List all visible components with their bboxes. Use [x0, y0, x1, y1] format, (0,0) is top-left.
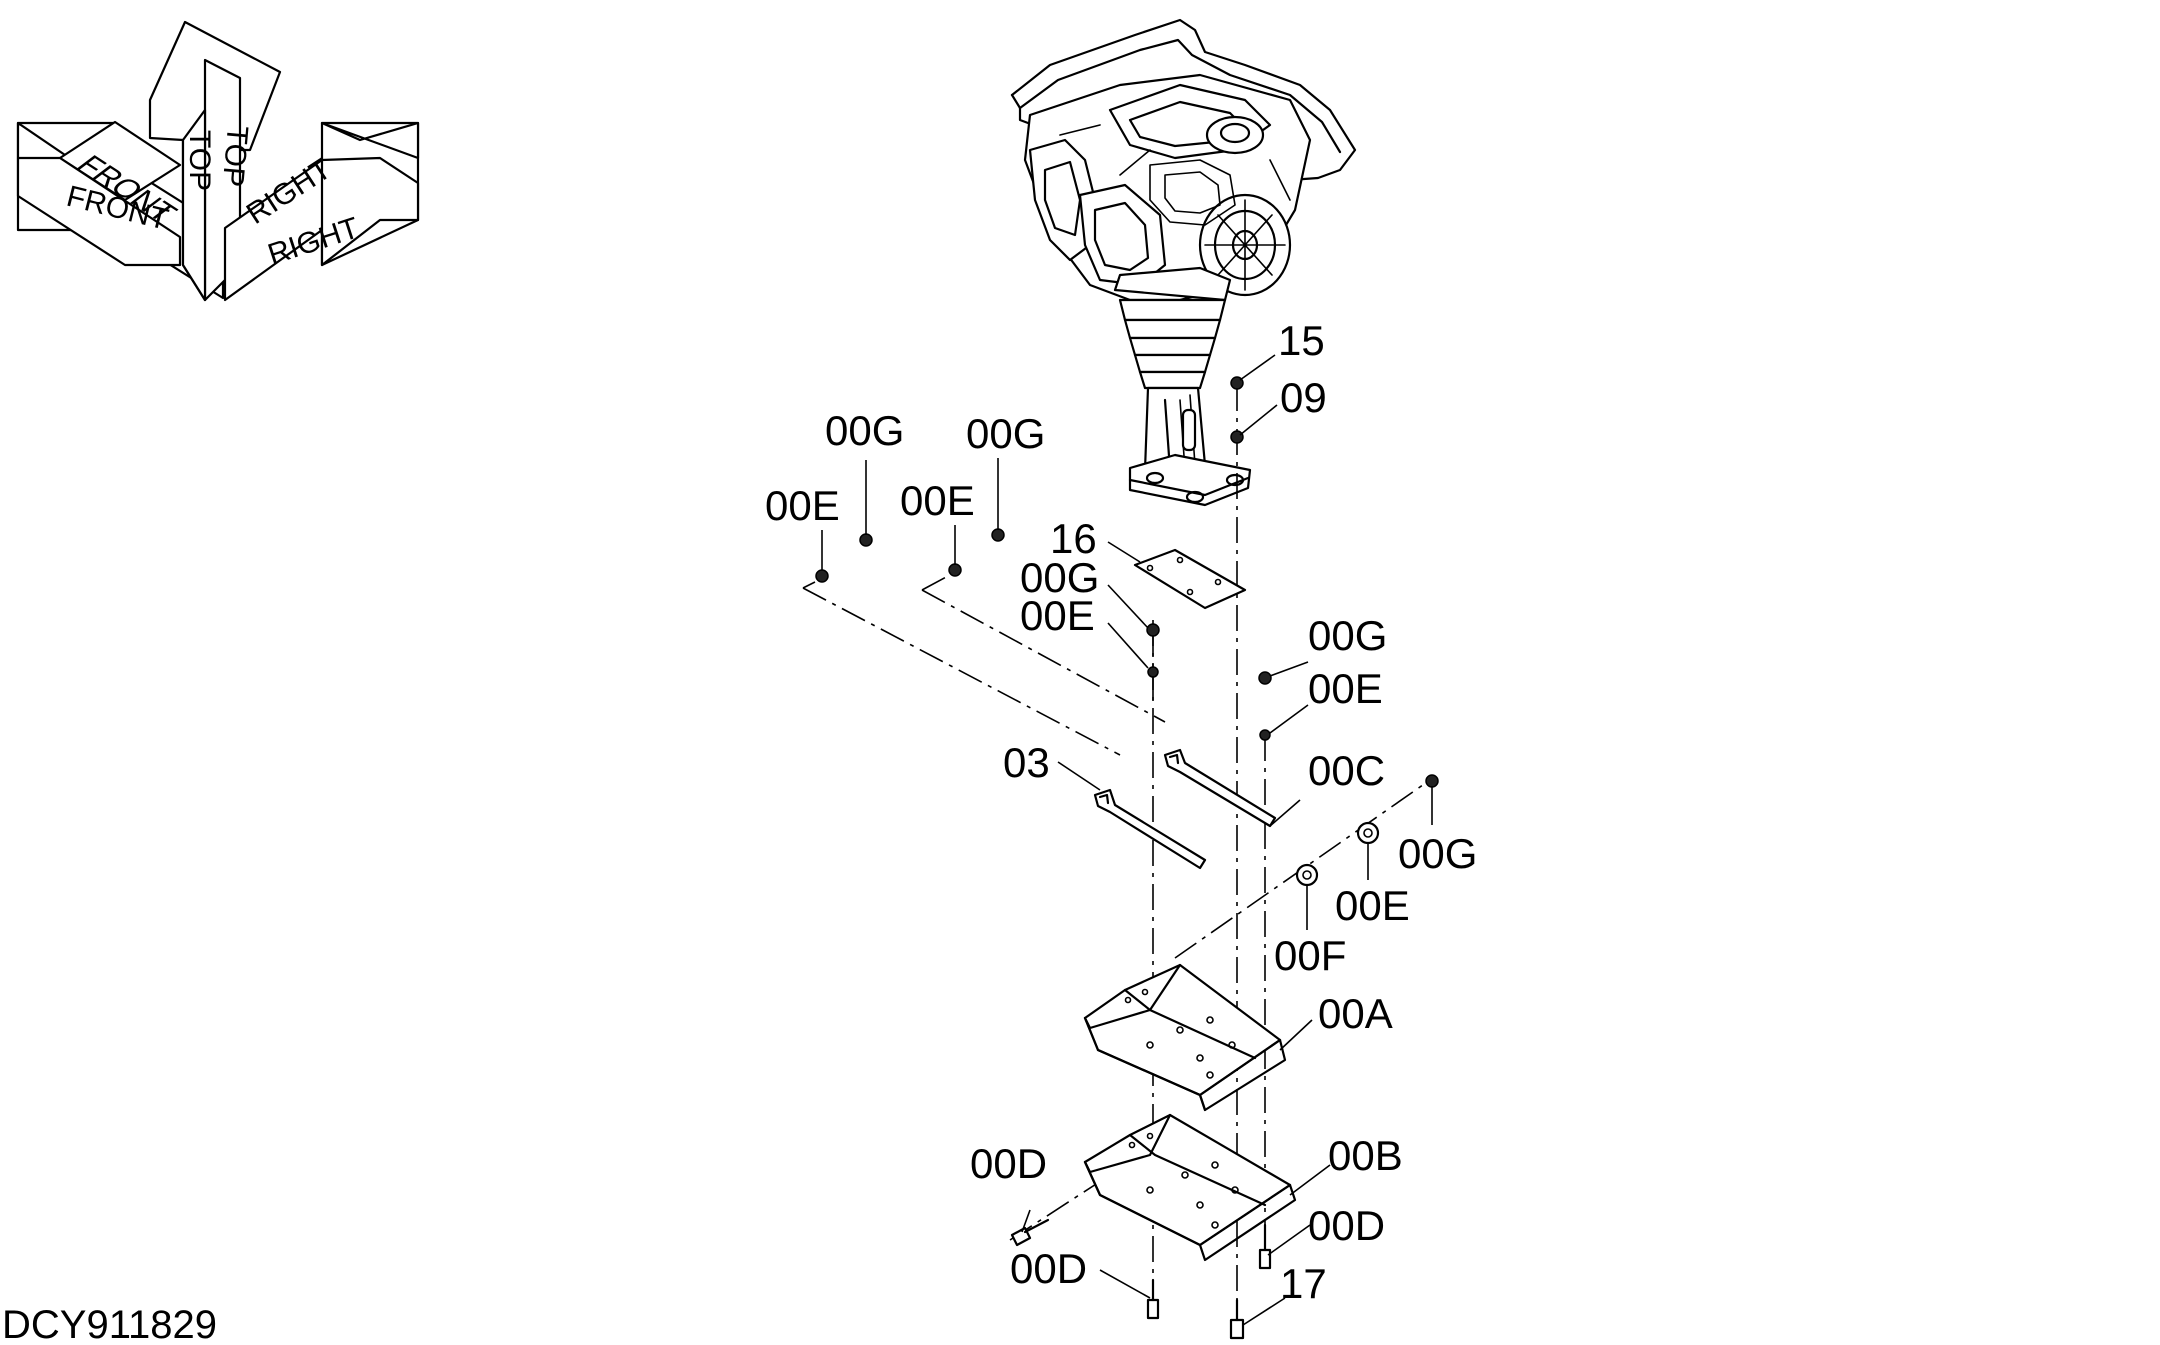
part-00F-washer	[1295, 863, 1319, 887]
part-00D-bolt-bottom	[1146, 1278, 1160, 1320]
part-00D-bolt-left	[1010, 1218, 1050, 1247]
callout-00G-1: 00G	[825, 407, 904, 454]
callout-00C: 00C	[1308, 747, 1385, 794]
part-00G-nut-1	[859, 533, 873, 547]
part-00E-washer-1	[815, 569, 829, 583]
callout-15: 15	[1278, 317, 1325, 364]
drawing-id: DCY911829	[2, 1303, 217, 1345]
top-label-left: TOP	[183, 130, 216, 191]
part-00E-washer-3	[1147, 666, 1159, 678]
top-label-right: TOP	[216, 124, 254, 188]
part-00E-washer-2	[948, 563, 962, 577]
callout-00F: 00F	[1274, 932, 1346, 979]
part-09-washer	[1230, 430, 1244, 444]
orientation-compass: FRONT FRONT TOP TOP RIGHT RIGHT	[16, 20, 420, 302]
part-00E-washer-5	[1356, 821, 1380, 845]
part-00G-nut-5	[1425, 774, 1439, 788]
callout-labels: 15 09 00G 00G 00E 00E 16 00G 00E 00G 00E…	[765, 317, 1477, 1307]
part-00A-shoe-plate	[1083, 963, 1287, 1112]
right-arrow: RIGHT RIGHT	[223, 121, 420, 302]
callout-00D-right: 00D	[1308, 1202, 1385, 1249]
part-00G-nut-4	[1258, 671, 1272, 685]
part-16-plate	[1133, 548, 1247, 610]
callout-09: 09	[1280, 374, 1327, 421]
part-00G-nut-2	[991, 528, 1005, 542]
callout-00E-1: 00E	[765, 482, 840, 529]
hardware	[815, 376, 1439, 1340]
callout-17: 17	[1280, 1260, 1327, 1307]
part-17-bolt	[1229, 1298, 1245, 1340]
callout-16: 16	[1050, 515, 1097, 562]
part-03-bracket	[1093, 788, 1207, 870]
callout-00G-2: 00G	[966, 410, 1045, 457]
callout-00G-4: 00G	[1308, 612, 1387, 659]
callout-00D-left: 00D	[970, 1140, 1047, 1187]
callout-00E-3: 00E	[1020, 592, 1095, 639]
callout-00E-5: 00E	[1335, 882, 1410, 929]
part-00B-shoe-plate	[1083, 1113, 1297, 1262]
callout-00D-bottom: 00D	[1010, 1245, 1087, 1292]
leader-lines	[821, 354, 1433, 1326]
front-arrow: FRONT FRONT	[16, 120, 225, 300]
callout-00A: 00A	[1318, 990, 1393, 1037]
rammer-machine	[1010, 18, 1357, 507]
part-00E-washer-4	[1259, 729, 1271, 741]
callout-03: 03	[1003, 739, 1050, 786]
callout-00G-3: 00G	[1020, 554, 1099, 601]
callout-00G-5: 00G	[1398, 830, 1477, 877]
callout-00B: 00B	[1328, 1132, 1403, 1179]
callout-00E-2: 00E	[900, 477, 975, 524]
callout-00E-4: 00E	[1308, 665, 1383, 712]
part-00D-bolt-right	[1258, 1223, 1272, 1270]
part-00G-nut-3	[1146, 623, 1160, 637]
part-00C-bracket	[1163, 748, 1277, 828]
